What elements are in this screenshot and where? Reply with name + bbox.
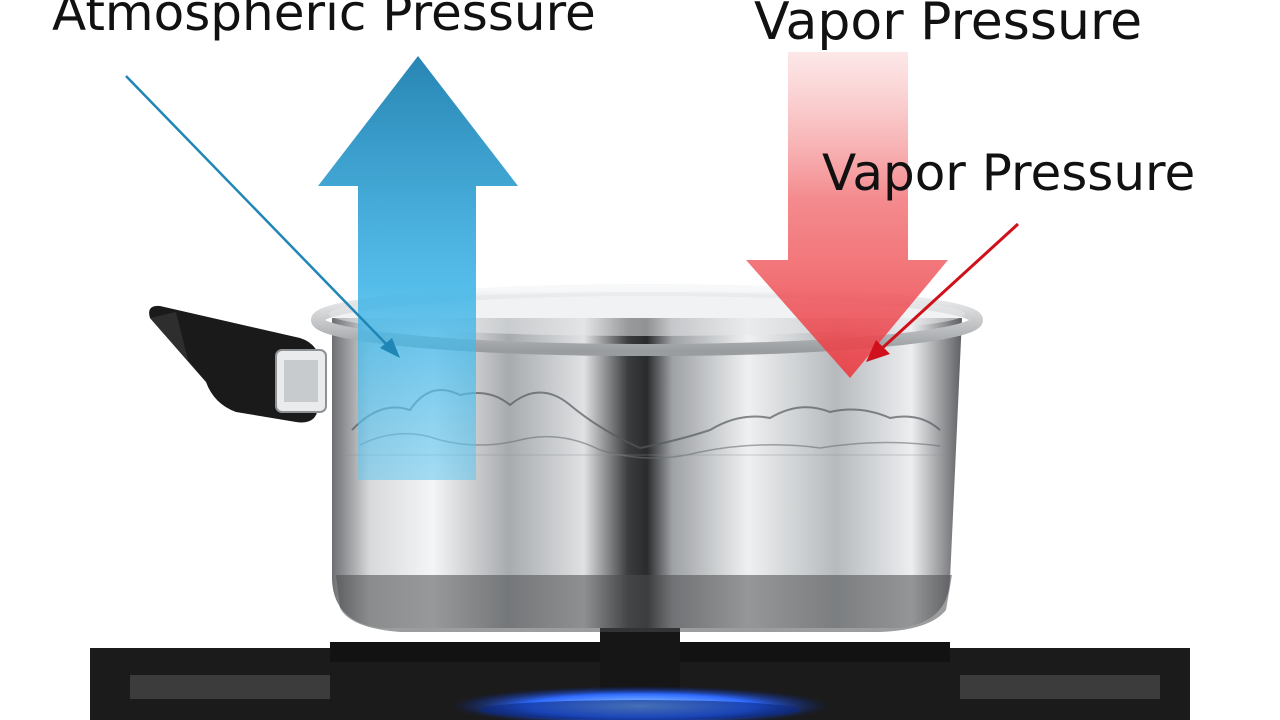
atmospheric-pointer-arrow	[125, 75, 400, 358]
burner-flame	[450, 686, 830, 720]
atmospheric-pressure-arrow	[318, 56, 518, 480]
vapor-pressure-label-mid: Vapor Pressure	[822, 144, 1196, 202]
vapor-pointer-arrow	[866, 222, 1020, 362]
atmospheric-pressure-label: Atmospheric Pressure	[52, 0, 596, 42]
vapor-pressure-arrow	[746, 52, 948, 378]
pot-handle	[149, 305, 327, 423]
vapor-pressure-label-top: Vapor Pressure	[754, 0, 1143, 52]
